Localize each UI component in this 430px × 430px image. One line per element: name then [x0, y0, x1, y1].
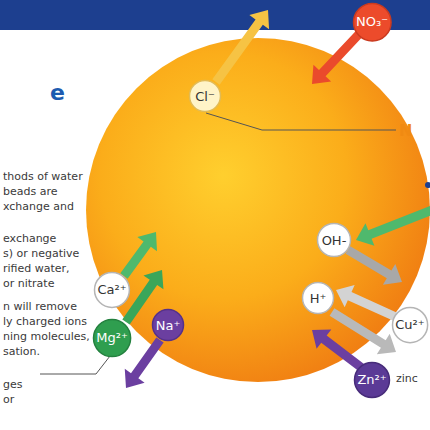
ion-circle: NO₃⁻ — [352, 2, 393, 43]
ion-symbol: Cu²⁺ — [395, 318, 424, 331]
ion-circle: Na⁺ — [151, 308, 185, 342]
ion-symbol: Na⁺ — [156, 319, 181, 332]
body-text: or nitrate — [3, 277, 54, 290]
body-text: exchange — [3, 232, 56, 245]
ion-symbol: NO₃⁻ — [356, 15, 388, 28]
ion-symbol: OH- — [322, 234, 347, 247]
body-text: sation. — [3, 345, 40, 358]
exchange-arrow — [212, 10, 269, 85]
body-text: thods of water — [3, 170, 83, 183]
body-text: rified water, — [3, 262, 70, 275]
ion-symbol: Mg²⁺ — [96, 331, 128, 344]
ion-circle: OH- — [316, 222, 352, 258]
ion-symbol: H⁺ — [310, 292, 327, 305]
body-text: beads are — [3, 185, 58, 198]
ion-symbol: Ca²⁺ — [97, 283, 126, 296]
section-heading: e — [50, 80, 65, 106]
body-text: zinc — [396, 372, 418, 385]
body-text: ly charged ions — [3, 315, 87, 328]
ion-disc — [303, 283, 334, 314]
ion-disc — [153, 310, 184, 341]
ion-circle: Ca²⁺ — [93, 271, 131, 309]
ion-symbol: Cl⁻ — [195, 90, 215, 103]
exchange-arrow — [312, 329, 365, 371]
ion-circle: H⁺ — [301, 281, 335, 315]
ion-disc — [190, 81, 221, 112]
ion-disc — [318, 224, 351, 257]
ion-circle: Cu²⁺ — [391, 306, 429, 344]
exchange-arrow — [346, 246, 402, 285]
exchange-arrow — [120, 232, 157, 279]
body-text: ges — [3, 378, 22, 391]
ion-disc — [392, 307, 427, 342]
ion-disc — [355, 363, 390, 398]
body-text: s) or negative — [3, 247, 79, 260]
body-text: ning molecules, — [3, 330, 90, 343]
callout-label: N — [399, 121, 412, 140]
ion-disc — [93, 319, 130, 356]
exchange-arrow — [312, 30, 363, 84]
exchange-arrow — [125, 337, 164, 388]
body-text: or — [3, 393, 14, 406]
ion-symbol: Zn²⁺ — [357, 373, 386, 386]
ion-disc — [353, 3, 391, 41]
leader-line — [40, 356, 110, 374]
leader-line — [206, 113, 396, 130]
ion-circle: Zn²⁺ — [353, 361, 391, 399]
ion-circle: Mg²⁺ — [92, 318, 132, 358]
body-text: xchange and — [3, 200, 74, 213]
body-text: n will remove — [3, 300, 77, 313]
ion-disc — [95, 273, 130, 308]
leader-dot — [425, 182, 430, 188]
exchange-arrow — [330, 308, 396, 354]
ion-circle: Cl⁻ — [188, 79, 222, 113]
resin-bead — [86, 38, 430, 382]
exchange-arrow — [356, 206, 430, 246]
